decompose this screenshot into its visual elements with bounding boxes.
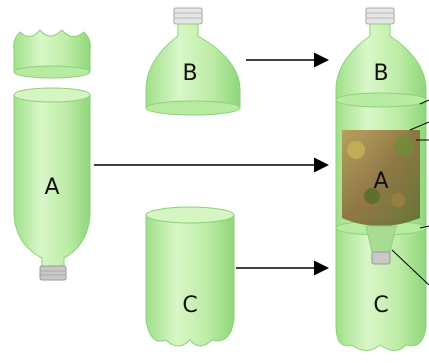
label-assembled-b: B — [373, 61, 388, 86]
label-assembled-c: C — [373, 293, 388, 318]
bottle-part-c — [146, 207, 234, 346]
bottle-bottom-cutoff — [14, 30, 91, 78]
label-assembled-a: A — [373, 169, 388, 194]
label-part-a: A — [44, 175, 59, 200]
label-part-c: C — [182, 293, 197, 318]
label-part-b: B — [182, 61, 197, 86]
